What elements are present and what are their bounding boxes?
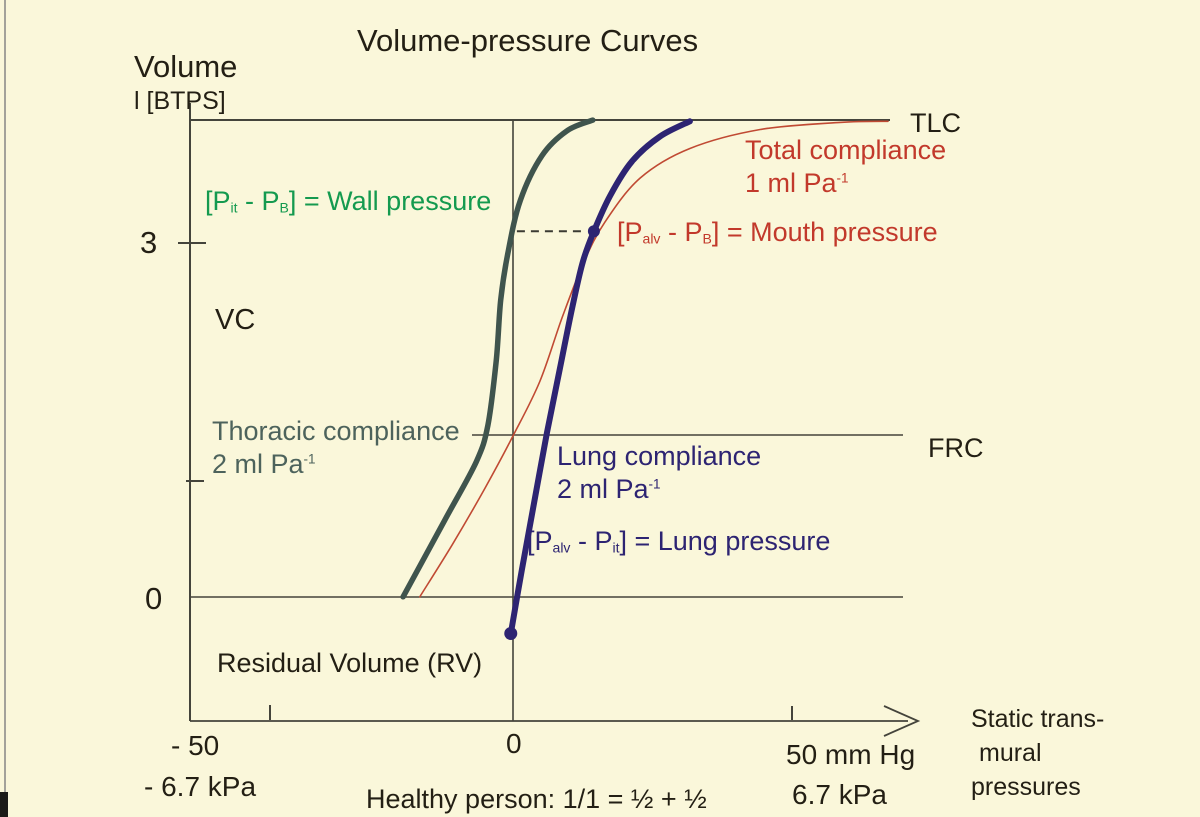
x-axis-title-line1: Static trans-: [971, 705, 1105, 733]
x-tick-label-50mmhg: 50 mm Hg: [786, 739, 916, 770]
x-tick-label-neg50: - 50: [171, 730, 220, 761]
y-axis-title: Volume: [134, 49, 238, 84]
curve-lung-compliance: [507, 118, 693, 637]
rv-point: [504, 626, 518, 640]
thoracic-compliance-line2: 2 ml Pa-1: [212, 448, 316, 479]
vc-label: VC: [215, 304, 256, 336]
x-axis-title-line3: pressures: [971, 773, 1081, 801]
frc-label: FRC: [928, 433, 984, 463]
footnote: Healthy person: 1/1 = ½ + ½: [366, 784, 707, 814]
y-tick-label-0: 0: [145, 581, 163, 616]
y-tick-label-3: 3: [140, 225, 158, 260]
x-axis-title: Static trans- mural pressures: [971, 702, 1104, 804]
curves-layer: [400, 117, 889, 640]
mouth-pressure-label: [Palv - PB] = Mouth pressure: [617, 217, 938, 247]
left-edge-line: [4, 0, 6, 817]
lung-pressure-label: [Palv - Pit] = Lung pressure: [527, 526, 831, 556]
curve-thoracic-compliance: [400, 117, 596, 600]
lung-compliance-label: Lung compliance 2 ml Pa-1: [557, 440, 761, 506]
x-tick-label-neg6-7kpa: - 6.7 kPa: [144, 771, 257, 802]
y-axis-units: l [BTPS]: [134, 87, 226, 115]
x-tick-label-0: 0: [506, 728, 522, 759]
left-edge-corner-mark: [0, 792, 8, 817]
mouth-pressure-point: [587, 225, 600, 238]
page-title: Volume-pressure Curves: [357, 23, 699, 58]
thoracic-compliance-label: Thoracic compliance 2 ml Pa-1: [212, 415, 460, 481]
x-axis-arrow-icon: [883, 705, 921, 737]
thoracic-compliance-line1: Thoracic compliance: [212, 416, 460, 446]
total-compliance-label: Total compliance 1 ml Pa-1: [745, 134, 946, 200]
x-tick-label-6-7kpa: 6.7 kPa: [792, 779, 887, 810]
tlc-label: TLC: [910, 108, 962, 138]
x-axis-title-line2: mural: [979, 739, 1042, 767]
residual-volume-label: Residual Volume (RV): [217, 648, 483, 678]
total-compliance-line2: 1 ml Pa-1: [745, 167, 849, 198]
lung-compliance-line1: Lung compliance: [557, 441, 762, 471]
lung-compliance-line2: 2 ml Pa-1: [557, 473, 661, 504]
wall-pressure-label: [Pit - PB] = Wall pressure: [205, 186, 492, 216]
total-compliance-line1: Total compliance: [745, 135, 947, 165]
